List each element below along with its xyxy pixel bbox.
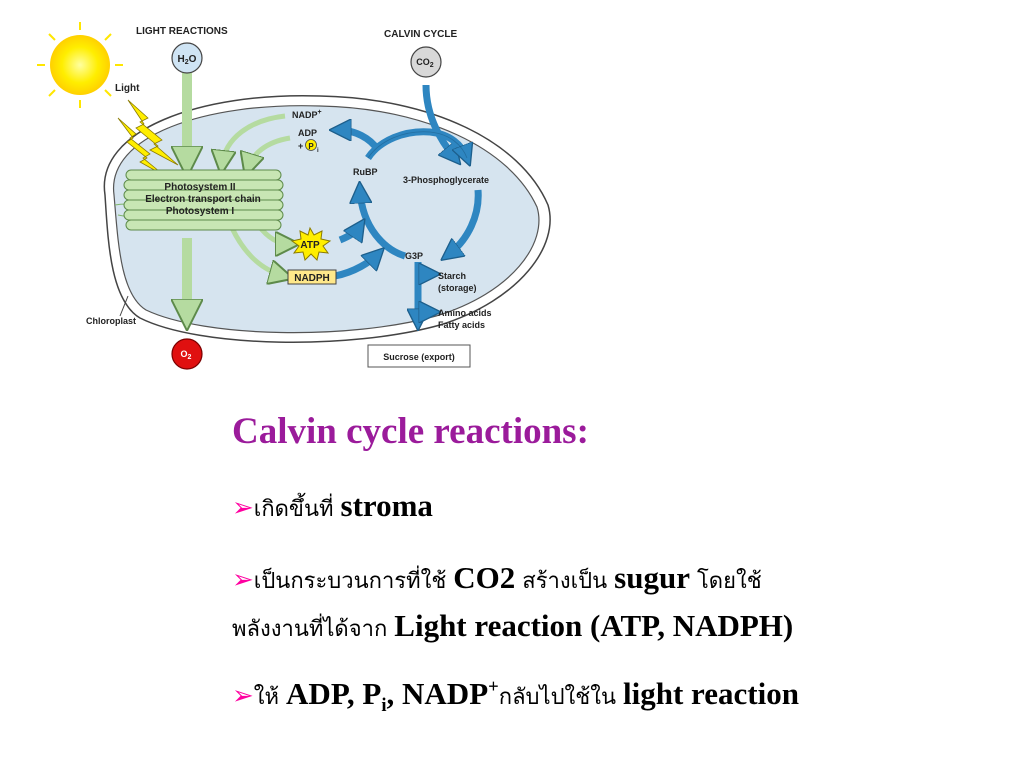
bullet-arrow-icon: ➢ (232, 681, 254, 711)
light-reactions-title: LIGHT REACTIONS (136, 26, 228, 37)
sucrose-box (367, 344, 471, 368)
chloroplast-pointer (119, 295, 129, 317)
o2-label: O2 (181, 349, 192, 361)
bullet-products: ➢ให้ ADP, Pi, NADP+กลับไปใช้ใน light rea… (232, 676, 799, 717)
page-title: Calvin cycle reactions: (232, 411, 589, 452)
to-nadph-arrow (229, 226, 284, 276)
starch-label: Starch (438, 271, 466, 281)
nadp-return-arrow (222, 113, 286, 165)
bullet-process: ➢เป็นกระบวนการที่ใช้ CO2 สร้างเป็น sugur… (232, 560, 762, 595)
electron-transport-chain-label: Electron transport chain (145, 194, 261, 205)
svg-text:i: i (317, 148, 319, 154)
bullet-arrow-icon: ➢ (232, 493, 254, 523)
sucrose-label: Sucrose (export) (383, 352, 455, 362)
storage-label: (storage) (438, 283, 477, 293)
calvin-cycle-title: CALVIN CYCLE (384, 29, 457, 40)
carbon-dioxide-molecule (410, 46, 442, 78)
atp-label: ATP (300, 240, 320, 251)
photosystem-i-label: Photosystem I (166, 206, 235, 217)
atp-badge: ATP (290, 226, 332, 261)
chloroplast-label: Chloroplast (86, 316, 136, 326)
photosynthesis-diagram: Photosystem II Electron transport chain … (37, 22, 551, 370)
fatty-acids-label: Fatty acids (438, 320, 485, 330)
g3p-label: G3P (405, 251, 423, 261)
phosphoglycerate-label: 3-Phosphoglycerate (403, 175, 489, 185)
bullet-arrow-icon: ➢ (232, 565, 254, 595)
water-molecule (171, 42, 203, 74)
adp-return-arrow (248, 135, 291, 168)
bullet-process-line2: พลังงานที่ได้จาก Light reaction (ATP, NA… (232, 608, 794, 643)
adp-label: ADP (298, 128, 317, 138)
svg-text:P: P (308, 142, 314, 151)
rubp-label: RuBP (353, 167, 378, 177)
thylakoid-stack (114, 169, 284, 231)
water-label: H2O (178, 54, 197, 66)
oxygen-molecule (171, 338, 203, 370)
light-label: Light (115, 83, 140, 94)
sun-icon (37, 22, 123, 108)
nadph-box (287, 269, 337, 285)
nadp-plus-label: NADP+ (292, 109, 322, 120)
phosphate-label: + P i (298, 139, 319, 154)
svg-text:+: + (298, 141, 303, 151)
co2-label: CO2 (416, 57, 434, 69)
amino-acids-label: Amino acids (438, 308, 492, 318)
nadph-label: NADPH (294, 273, 330, 284)
photosystem-ii-label: Photosystem II (164, 182, 235, 193)
bullet-location: ➢เกิดขึ้นที่ stroma (232, 488, 433, 523)
